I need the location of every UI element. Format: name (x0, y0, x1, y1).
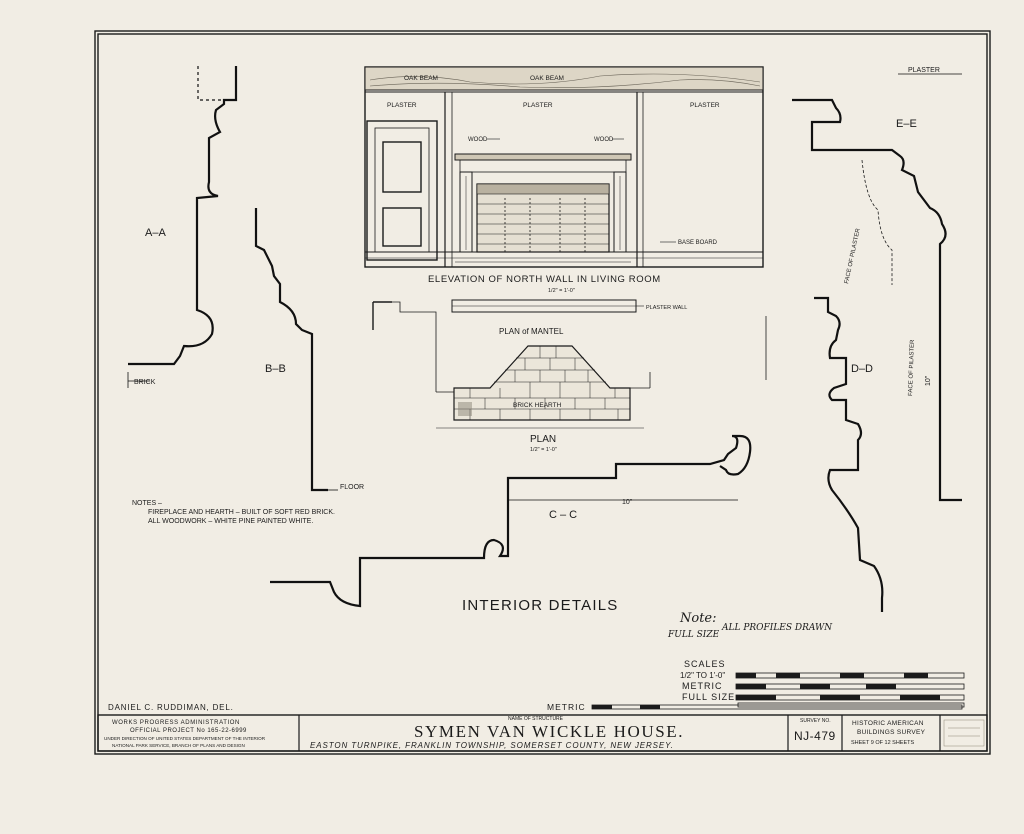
section-b-b: B–B (265, 363, 286, 375)
name-of-structure-caption: NAME OF STRUCTURE (508, 716, 564, 722)
section-a-a: A–A (145, 227, 166, 239)
label-oak-beam-left: OAK BEAM (404, 75, 438, 82)
label-brick-hearth: BRICK HEARTH (513, 402, 562, 409)
elevation-title: ELEVATION OF NORTH WALL IN LIVING ROOM (428, 274, 661, 285)
section-c-c: C – C (549, 509, 577, 521)
label-plaster-right: PLASTER (690, 102, 720, 109)
notes: NOTES – FIREPLACE AND HEARTH – BUILT OF … (132, 500, 335, 525)
survey-number: NJ-479 (794, 729, 836, 743)
main-title: INTERIOR DETAILS (462, 597, 618, 614)
title-block: WORKS PROGRESS ADMINISTRATION OFFICIAL P… (97, 714, 988, 752)
elevation-scale: 1/2" = 1'-0" (548, 288, 575, 294)
survey-caption: SURVEY NO. (800, 718, 831, 724)
notes-line-2: ALL WOODWORK – WHITE PINE PAINTED WHITE. (148, 518, 313, 525)
scales-block: SCALES 1/2" TO 1'-0" METRIC FULL SIZE (591, 659, 965, 710)
profile-a-a (128, 66, 238, 366)
library-stamp (943, 719, 985, 747)
label-plaster-center: PLASTER (523, 102, 553, 109)
profile-c-c (270, 434, 752, 608)
notes-line-1: FIREPLACE AND HEARTH – BUILT OF SOFT RED… (148, 509, 335, 516)
plan-title: PLAN (530, 434, 556, 445)
delineator: DANIEL C. RUDDIMAN, DEL. (108, 703, 234, 712)
wpa-line-4: NATIONAL PARK SERVICE, BRANCH OF PLANS A… (112, 743, 245, 748)
scale-metric: METRIC (682, 681, 723, 691)
profile-b-b (254, 208, 328, 492)
label-plan-of-mantel: PLAN of MANTEL (499, 327, 564, 336)
label-10in-dd: 10" (925, 375, 932, 386)
structure-location: EASTON TURNPIKE, FRANKLIN TOWNSHIP, SOME… (310, 741, 674, 750)
plan-of-fireplace: PLASTER WALL PLAN of MANTEL BRICK HEARTH… (372, 299, 767, 453)
mantel-shelf (454, 153, 632, 161)
wpa-line-2: OFFICIAL PROJECT No 165-22-6999 (130, 728, 247, 734)
section-e-e: E–E (896, 118, 917, 130)
section-d-d: D–D (851, 363, 873, 375)
notes-heading: NOTES – (132, 500, 162, 507)
hand-note-2: ALL PROFILES DRAWN (721, 623, 833, 633)
structure-name: SYMEN VAN WICKLE HOUSE. (414, 722, 684, 741)
scales-heading: SCALES (684, 659, 726, 669)
label-wood-left: WOOD (468, 137, 488, 143)
label-face-of-pilaster-lower: FACE OF PILASTER (908, 339, 916, 396)
habs-line-2: BUILDINGS SURVEY (857, 729, 926, 736)
label-plaster-wall: PLASTER WALL (646, 305, 687, 311)
hand-note-1: Note: (679, 611, 717, 626)
profile-e-e (792, 98, 962, 502)
outer-border (94, 30, 991, 755)
wpa-line-3: UNDER DIRECTION OF UNITED STATES DEPARTM… (104, 736, 266, 741)
wpa-line-1: WORKS PROGRESS ADMINISTRATION (112, 720, 240, 726)
label-plaster-ee: PLASTER (908, 67, 940, 74)
oak-beam (364, 66, 764, 91)
sheet-number: SHEET 9 OF 12 SHEETS (851, 740, 915, 746)
chimney-plan (453, 345, 631, 421)
plan-scale: 1/2" = 1'-0" (530, 447, 557, 453)
scale-half-inch: 1/2" TO 1'-0" (680, 671, 725, 680)
label-10in: 10" (622, 499, 633, 506)
label-floor: FLOOR (340, 484, 364, 491)
scale-full-size: FULL SIZE (682, 692, 735, 702)
label-base-board: BASE BOARD (678, 240, 718, 246)
elevation-north-wall: OAK BEAM OAK BEAM PLASTER PLASTER PLASTE… (364, 66, 764, 294)
label-oak-beam-center: OAK BEAM (530, 75, 564, 82)
door (366, 120, 438, 261)
label-wood-right: WOOD (594, 137, 614, 143)
firebox (476, 183, 610, 253)
habs-line-1: HISTORIC AMERICAN (852, 720, 924, 727)
hand-note-3: FULL SIZE (667, 630, 720, 640)
label-brick: BRICK (134, 379, 156, 386)
metric-label-bottom: METRIC (547, 702, 586, 712)
label-plaster-left: PLASTER (387, 102, 417, 109)
profile-d-d (814, 296, 884, 612)
